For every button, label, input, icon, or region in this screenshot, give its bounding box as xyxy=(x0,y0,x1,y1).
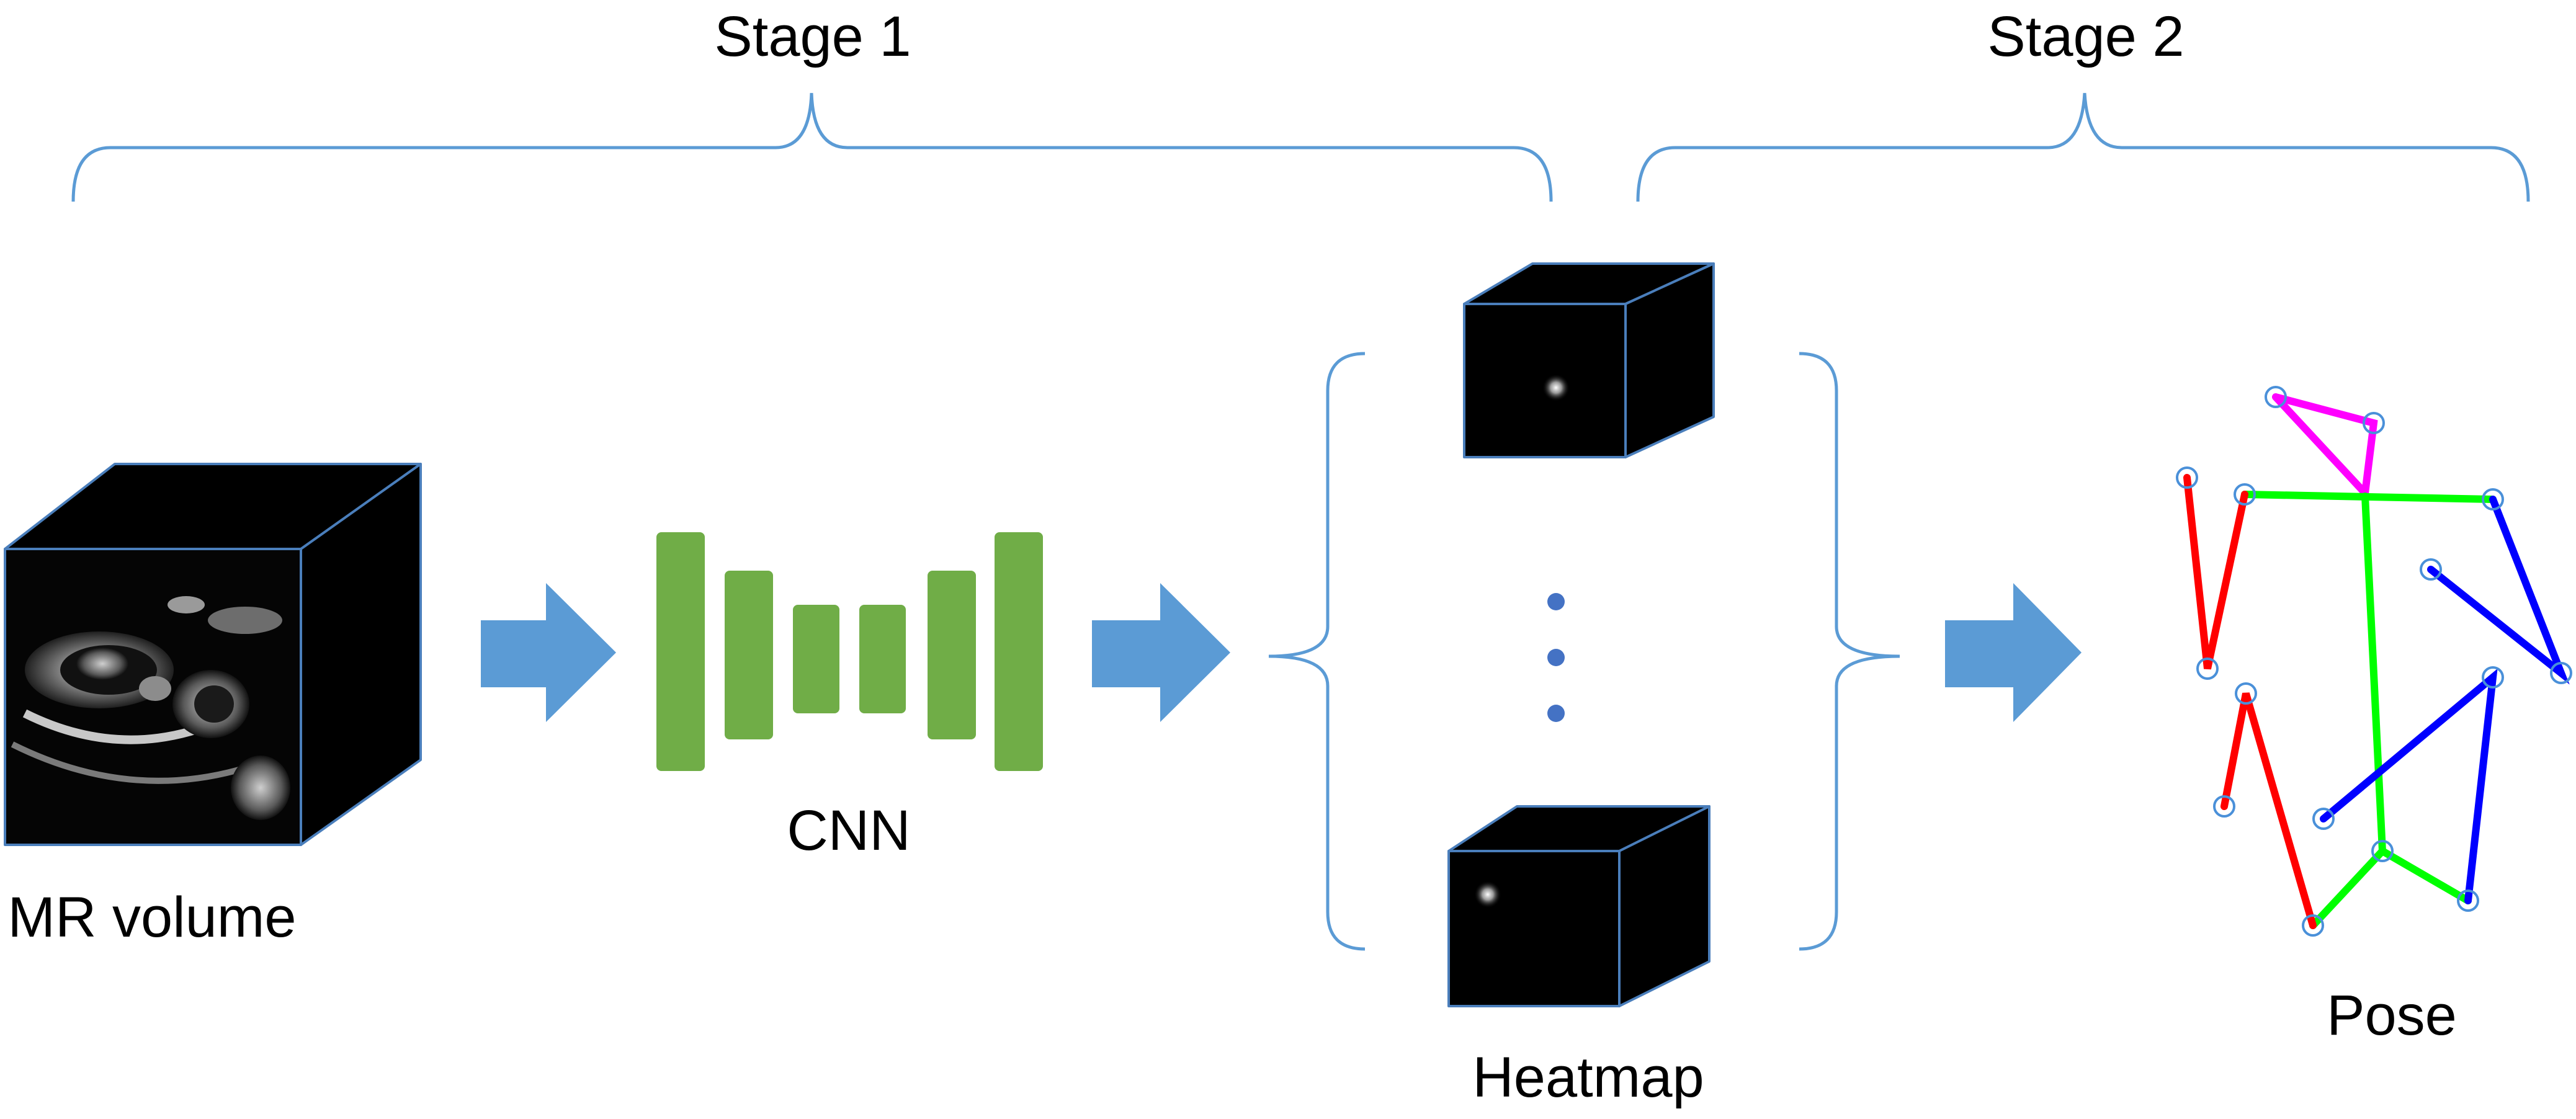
pose-joint xyxy=(2265,386,2287,408)
pose-joint xyxy=(2312,808,2335,830)
arrow-right-icon xyxy=(481,583,616,722)
cnn-block xyxy=(656,532,1043,771)
heatmap-left-brace xyxy=(1268,352,1366,951)
heatmap-cube-bottom xyxy=(1447,805,1711,1007)
stage-1-bracket xyxy=(71,92,1553,202)
pose-red-leg-limb xyxy=(2220,692,2317,929)
pose-joint xyxy=(2235,682,2257,705)
pose-spine-limb xyxy=(2361,493,2386,855)
pose-joint xyxy=(2176,466,2198,489)
pose-joint xyxy=(2371,840,2394,862)
pose-skeleton xyxy=(2183,393,2570,929)
heatmap-cube-top xyxy=(1463,262,1715,458)
pose-right-hip-limb xyxy=(2379,847,2472,904)
pose-joints xyxy=(2176,386,2572,937)
stage-2-label: Stage 2 xyxy=(1987,5,2184,68)
pose-blue-arm-limb xyxy=(2427,496,2570,685)
pose-left-hip-limb xyxy=(2309,847,2386,929)
pose-joint xyxy=(2482,488,2504,510)
mr-volume-cube xyxy=(4,463,422,846)
arrow-right-icon xyxy=(1945,583,2082,722)
pose-joint xyxy=(2363,412,2385,434)
arrow-right-icon xyxy=(1092,583,1230,722)
pose-joint xyxy=(2234,483,2256,506)
pose-joint xyxy=(2213,795,2235,818)
more-heatmaps-dots xyxy=(1547,593,1565,722)
heatmap-label: Heatmap xyxy=(1472,1046,1704,1109)
pose-red-arm-limb xyxy=(2183,474,2248,670)
pose-joint xyxy=(2550,662,2572,684)
heatmap-right-brace xyxy=(1799,352,1900,951)
pose-blue-leg-limb xyxy=(2320,668,2498,904)
cnn-label: CNN xyxy=(787,799,910,862)
pose-joint xyxy=(2420,558,2442,581)
stage-1-label: Stage 1 xyxy=(714,5,911,68)
pose-joint xyxy=(2302,914,2324,937)
pose-joint xyxy=(2457,889,2479,912)
pose-joint xyxy=(2482,666,2504,689)
mr-volume-label: MR volume xyxy=(7,886,296,949)
stage-2-bracket xyxy=(1636,92,2530,202)
mri-slice-image xyxy=(11,596,290,820)
pose-label: Pose xyxy=(2327,984,2457,1047)
pose-head-limb xyxy=(2272,393,2378,502)
pose-joint xyxy=(2196,658,2219,680)
